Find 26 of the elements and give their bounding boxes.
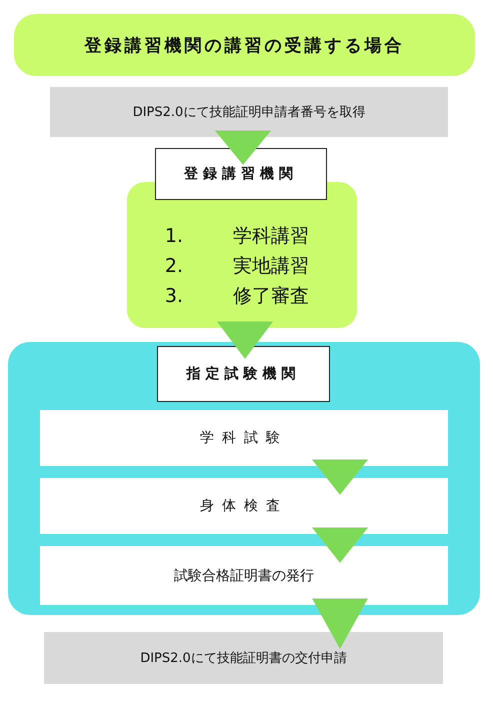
list-item: 1. 学科講習: [164, 224, 310, 249]
step-box: [50, 87, 448, 137]
title-text: 登録講習機関の講習の受講する場合: [84, 34, 404, 56]
heading-text: 登録講習機関: [184, 165, 298, 183]
process-panel: [8, 342, 480, 615]
step-text: 学科試験: [200, 429, 288, 447]
step-text: DIPS2.0にて技能証明申請者番号を取得: [132, 104, 366, 121]
heading-box: [157, 346, 330, 402]
arrow: [312, 598, 368, 650]
list-item: 2. 実地講習: [164, 254, 310, 279]
step-text: DIPS2.0にて技能証明書の交付申請: [140, 650, 347, 667]
step-box: [40, 478, 448, 534]
title-banner: [14, 14, 475, 76]
arrow: [217, 322, 273, 359]
step-box: [40, 410, 448, 466]
arrow: [312, 460, 368, 495]
list-item: 3. 修了審査: [164, 284, 310, 309]
step-text: 身体検査: [200, 497, 288, 515]
heading-text: 指定試験機関: [186, 365, 300, 383]
heading-box: [155, 148, 327, 200]
arrow: [214, 130, 272, 165]
step-box: [44, 632, 443, 684]
step-box: [40, 546, 448, 605]
arrow: [312, 528, 368, 563]
step-text: 試験合格証明書の発行: [174, 566, 314, 584]
process-panel: [127, 182, 357, 328]
